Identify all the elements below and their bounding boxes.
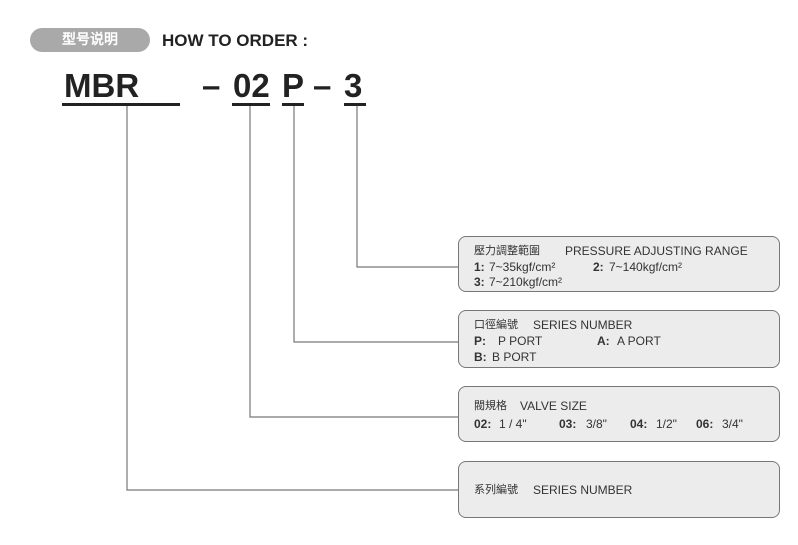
code-dash-1: – [202,67,221,104]
how-to-order-title: HOW TO ORDER : [162,31,309,50]
series-number-box: 系列編號 SERIES NUMBER [458,461,780,518]
port-series-box: 口徑編號 SERIES NUMBER P: P PORT A: A PORT B… [458,310,780,368]
underline-series [62,103,180,106]
port-title-cn: 口徑編號 [474,318,518,331]
port-option-value: A PORT [617,334,661,348]
size-option-value: 1/2" [656,417,677,431]
code-size: 02 [233,67,270,104]
code-dash-2: – [313,67,332,104]
code-port: P [282,67,305,104]
size-option-code: 02: [474,417,492,431]
size-option-value: 1 / 4" [499,417,527,431]
pressure-option-value: 7~35kgf/cm² [489,260,556,274]
size-option-code: 04: [630,417,648,431]
connector-series [126,106,458,491]
pressure-option-code: 1: [474,260,485,274]
code-pressure: 3 [344,67,363,104]
pressure-option-value: 7~210kgf/cm² [489,275,563,289]
size-title-en: VALVE SIZE [520,399,587,413]
pressure-option-code: 2: [593,260,604,274]
port-option-value: B PORT [492,350,537,364]
underline-port [282,103,304,106]
connector-size [249,106,458,418]
size-option-code: 03: [559,417,577,431]
size-option-code: 06: [696,417,714,431]
series-title-en: SERIES NUMBER [533,483,633,497]
pressure-option-value: 7~140kgf/cm² [609,260,683,274]
pressure-title-en: PRESSURE ADJUSTING RANGE [565,244,748,258]
connector-port [293,106,458,343]
connector-pressure [356,106,458,268]
valve-size-box: 閥規格 VALVE SIZE 02: 1 / 4" 03: 3/8" 04: 1… [458,386,780,442]
underline-pressure [344,103,366,106]
underline-size [232,103,270,106]
port-title-en: SERIES NUMBER [533,318,633,332]
model-description-badge: 型号说明 [30,28,150,52]
port-option-value: P PORT [498,334,543,348]
pressure-option-code: 3: [474,275,485,289]
code-series: MBR [64,67,140,104]
port-option-code: A: [597,334,610,348]
pressure-title-cn: 壓力調整範圍 [474,244,540,257]
port-option-code: B: [474,350,487,364]
size-title-cn: 閥規格 [474,399,507,412]
pressure-range-box: 壓力調整範圍 PRESSURE ADJUSTING RANGE 1: 7~35k… [458,236,780,292]
size-option-value: 3/8" [586,417,607,431]
size-option-value: 3/4" [722,417,743,431]
series-title-cn: 系列編號 [474,483,518,496]
port-option-code: P: [474,334,486,348]
